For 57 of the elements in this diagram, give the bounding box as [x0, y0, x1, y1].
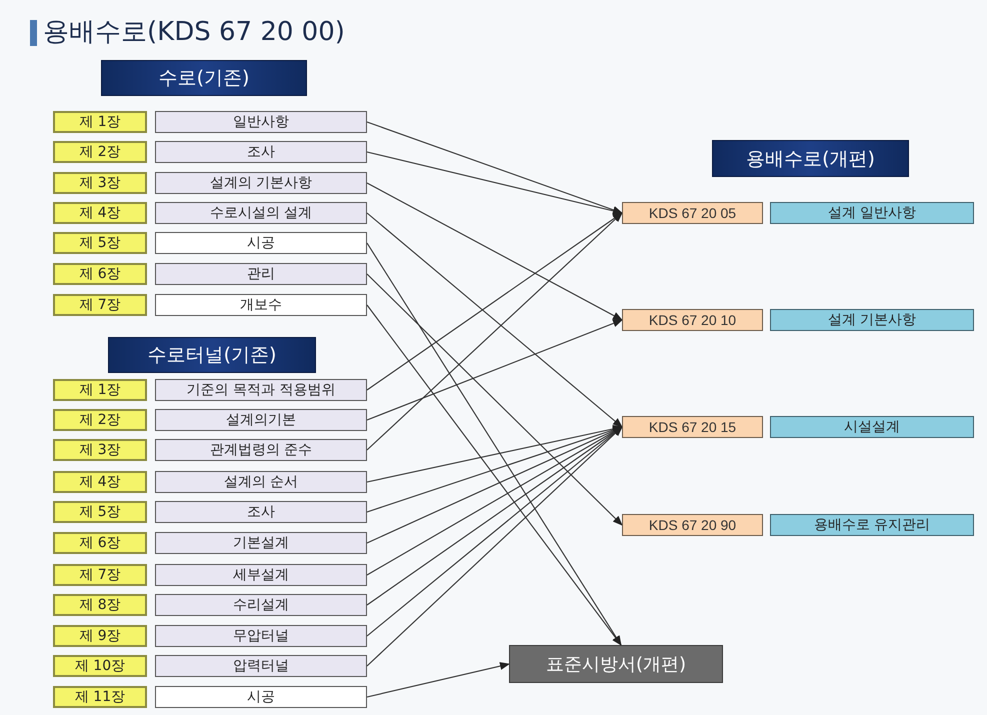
- chapter-box: 제 2장: [53, 141, 147, 163]
- arrow: [366, 121, 623, 214]
- arrow: [366, 182, 623, 320]
- arrow: [366, 212, 623, 390]
- standard-title-box: 설계 일반사항: [770, 202, 974, 224]
- chapter-box: 제 7장: [53, 564, 147, 586]
- chapter-title-box: 개보수: [155, 294, 367, 316]
- chapter-box: 제 5장: [53, 232, 147, 254]
- chapter-title-box: 관리: [155, 263, 367, 285]
- arrow: [366, 319, 623, 421]
- code-box: KDS 67 20 15: [622, 416, 763, 438]
- arrow: [366, 304, 622, 646]
- arrow: [366, 662, 510, 698]
- chapter-title-box: 일반사항: [155, 111, 367, 133]
- chapter-title-box: 조사: [155, 141, 367, 163]
- chapter-title-box: 설계의 순서: [155, 471, 367, 493]
- chapter-title-box: 기본설계: [155, 532, 367, 554]
- chapter-title-box: 수로시설의 설계: [155, 202, 367, 224]
- code-box: KDS 67 20 05: [622, 202, 763, 224]
- chapter-title-box: 설계의기본: [155, 409, 367, 431]
- chapter-box: 제 4장: [53, 471, 147, 493]
- standard-title-box: 설계 기본사항: [770, 309, 974, 331]
- chapter-title-box: 조사: [155, 501, 367, 523]
- chapter-title-box: 시공: [155, 232, 367, 254]
- chapter-title-box: 관계법령의 준수: [155, 439, 367, 461]
- chapter-box: 제 11장: [53, 686, 147, 708]
- chapter-box: 제 6장: [53, 532, 147, 554]
- arrow: [366, 274, 623, 526]
- chapter-box: 제 2장: [53, 409, 147, 431]
- chapter-box: 제 3장: [53, 439, 147, 461]
- section-header: 수로(기존): [101, 60, 307, 96]
- chapter-title-box: 설계의 기본사항: [155, 172, 367, 194]
- chapter-box: 제 8장: [53, 594, 147, 616]
- chapter-title-box: 기준의 목적과 적용범위: [155, 379, 367, 401]
- spec-box: 표준시방서(개편): [509, 645, 723, 683]
- section-header: 용배수로(개편): [712, 140, 909, 177]
- chapter-box: 제 1장: [53, 379, 147, 401]
- chapter-box: 제 6장: [53, 263, 147, 285]
- chapter-title-box: 무압터널: [155, 625, 367, 647]
- standard-title-box: 시설설계: [770, 416, 974, 438]
- chapter-title-box: 세부설계: [155, 564, 367, 586]
- chapter-box: 제 9장: [53, 625, 147, 647]
- code-box: KDS 67 20 90: [622, 514, 763, 536]
- chapter-title-box: 시공: [155, 686, 367, 708]
- chapter-box: 제 7장: [53, 294, 147, 316]
- chapter-title-box: 수리설계: [155, 594, 367, 616]
- title: 용배수로(KDS 67 20 00): [43, 16, 345, 49]
- chapter-box: 제 10장: [53, 655, 147, 677]
- chapter-box: 제 5장: [53, 501, 147, 523]
- chapter-box: 제 1장: [53, 111, 147, 133]
- code-box: KDS 67 20 10: [622, 309, 763, 331]
- section-header: 수로터널(기존): [108, 337, 316, 373]
- arrow: [366, 151, 623, 215]
- chapter-title-box: 압력터널: [155, 655, 367, 677]
- chapter-box: 제 4장: [53, 202, 147, 224]
- standard-title-box: 용배수로 유지관리: [770, 514, 974, 536]
- chapter-box: 제 3장: [53, 172, 147, 194]
